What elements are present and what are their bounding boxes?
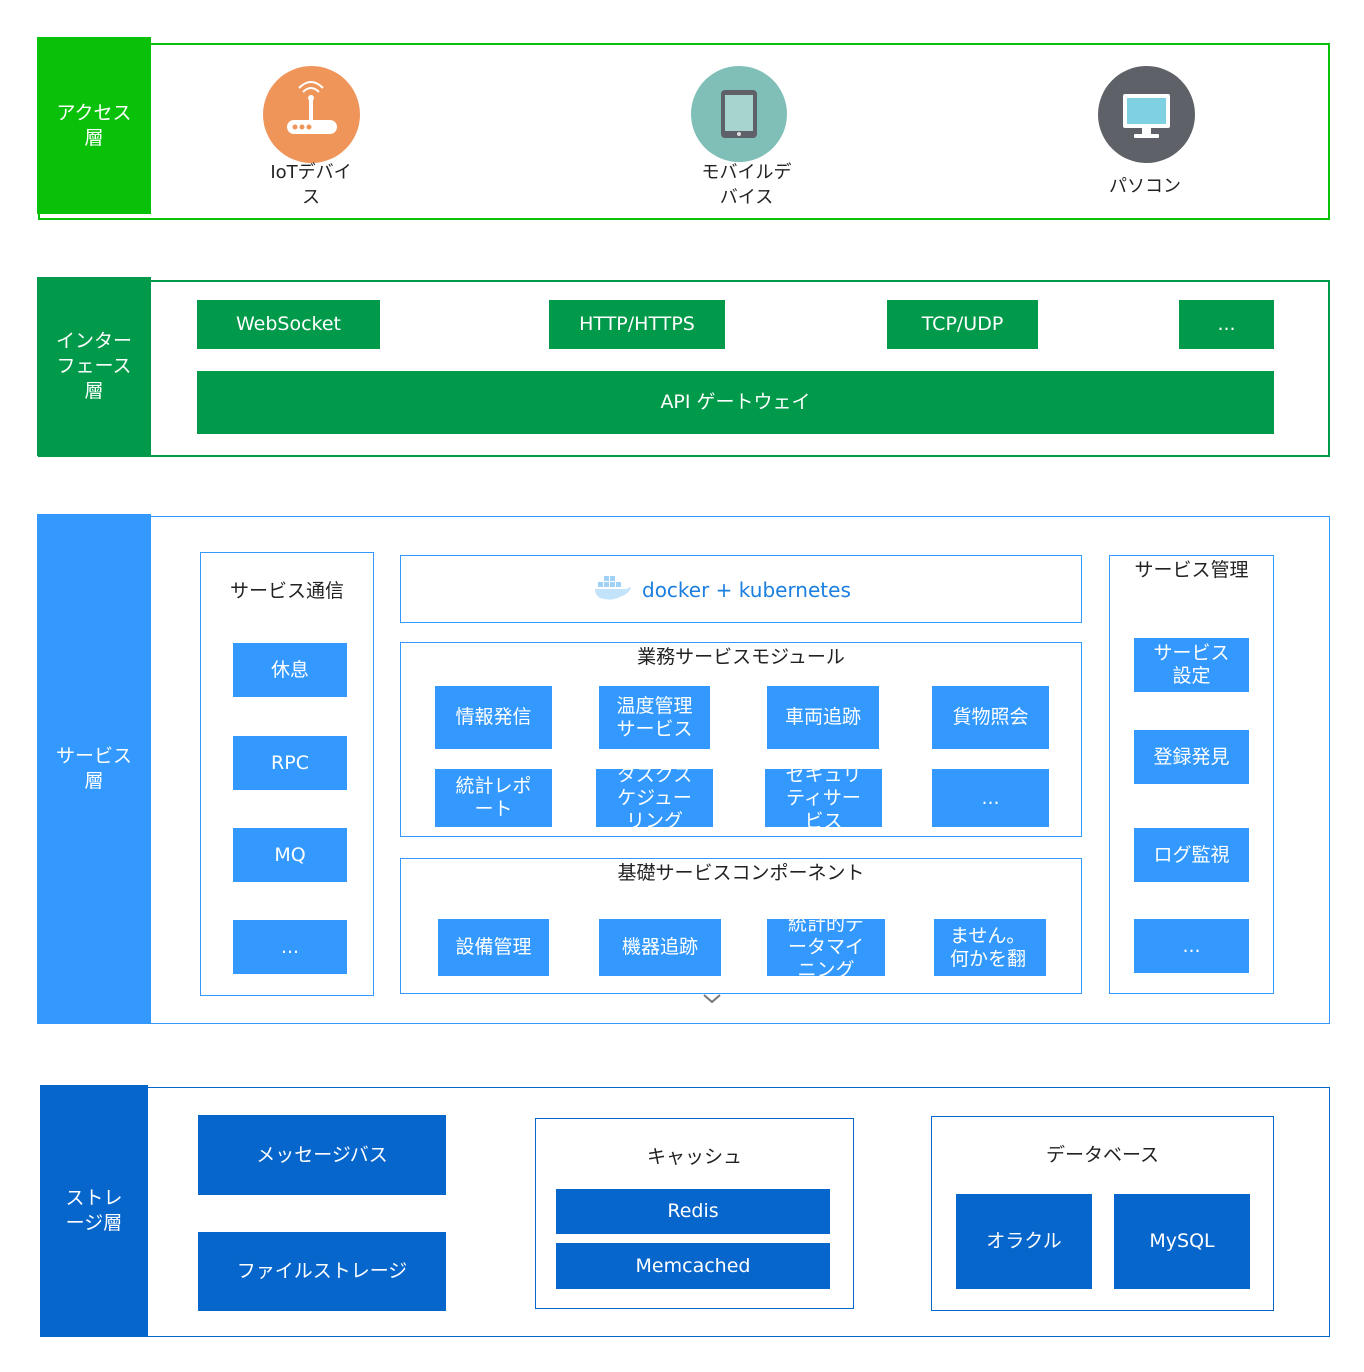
comm-item: RPC	[233, 736, 347, 790]
service-management-title: サービス管理	[1134, 559, 1249, 581]
business-item: 情報発信	[435, 686, 552, 749]
database-item: MySQL	[1114, 1194, 1250, 1289]
interface-layer-label: インター フェース 層	[37, 277, 151, 456]
monitor-icon	[1098, 66, 1195, 163]
docker-icon	[594, 572, 632, 604]
comm-item: MQ	[233, 828, 347, 882]
management-item: サービス 設定	[1134, 638, 1249, 692]
service-communication-title: サービス通信	[229, 580, 344, 602]
storage-layer-label: ストレ ージ層	[40, 1085, 148, 1337]
business-item: セキュリ ティサー ビス	[765, 769, 882, 827]
basic-component-title: 基礎サービスコンポーネント	[617, 862, 865, 884]
basic-item: 設備管理	[438, 919, 549, 976]
management-item: 登録発見	[1134, 730, 1249, 784]
container-banner-text: docker + kubernetes	[642, 578, 851, 602]
business-item: 温度管理 サービス	[599, 686, 710, 749]
access-layer-label: アクセス 層	[37, 37, 151, 214]
basic-item: 統計的デ ータマイ ニング	[767, 919, 885, 976]
protocol-websocket: WebSocket	[197, 300, 380, 349]
business-item: 統計レポ ート	[435, 769, 552, 827]
basic-item: ません。 何かを翻	[934, 919, 1046, 976]
business-item: 車両追跡	[767, 686, 879, 749]
cache-item: Memcached	[556, 1243, 830, 1289]
protocol-tcp: TCP/UDP	[887, 300, 1038, 349]
business-item: ...	[932, 769, 1049, 827]
cache-item: Redis	[556, 1189, 830, 1234]
service-layer-label: サービス 層	[37, 514, 151, 1024]
business-item: 貨物照会	[932, 686, 1049, 749]
mobile-device-label: モバイルデ バイス	[701, 162, 792, 208]
message-bus: メッセージバス	[198, 1115, 446, 1195]
database-item: オラクル	[956, 1194, 1092, 1289]
comm-item: 休息	[233, 643, 347, 697]
chevron-down-icon	[702, 990, 722, 1004]
api-gateway: API ゲートウェイ	[197, 371, 1274, 434]
protocol-http: HTTP/HTTPS	[549, 300, 725, 349]
file-storage: ファイルストレージ	[198, 1232, 446, 1311]
tablet-icon	[691, 66, 787, 162]
iot-device-label: IoTデバイ ス	[270, 162, 352, 208]
protocol-more: ...	[1179, 300, 1274, 349]
container-banner	[400, 555, 1082, 623]
cache-title: キャッシュ	[646, 1146, 742, 1168]
business-module-title: 業務サービスモジュール	[637, 646, 845, 668]
comm-item: ...	[233, 920, 347, 974]
router-icon	[263, 66, 360, 163]
basic-item: 機器追跡	[599, 919, 721, 976]
database-title: データベース	[1045, 1144, 1160, 1166]
management-item: ...	[1134, 919, 1249, 973]
business-item: タスクス ケジュー リング	[596, 769, 713, 827]
pc-label: パソコン	[1109, 176, 1181, 197]
management-item: ログ監視	[1134, 828, 1249, 882]
